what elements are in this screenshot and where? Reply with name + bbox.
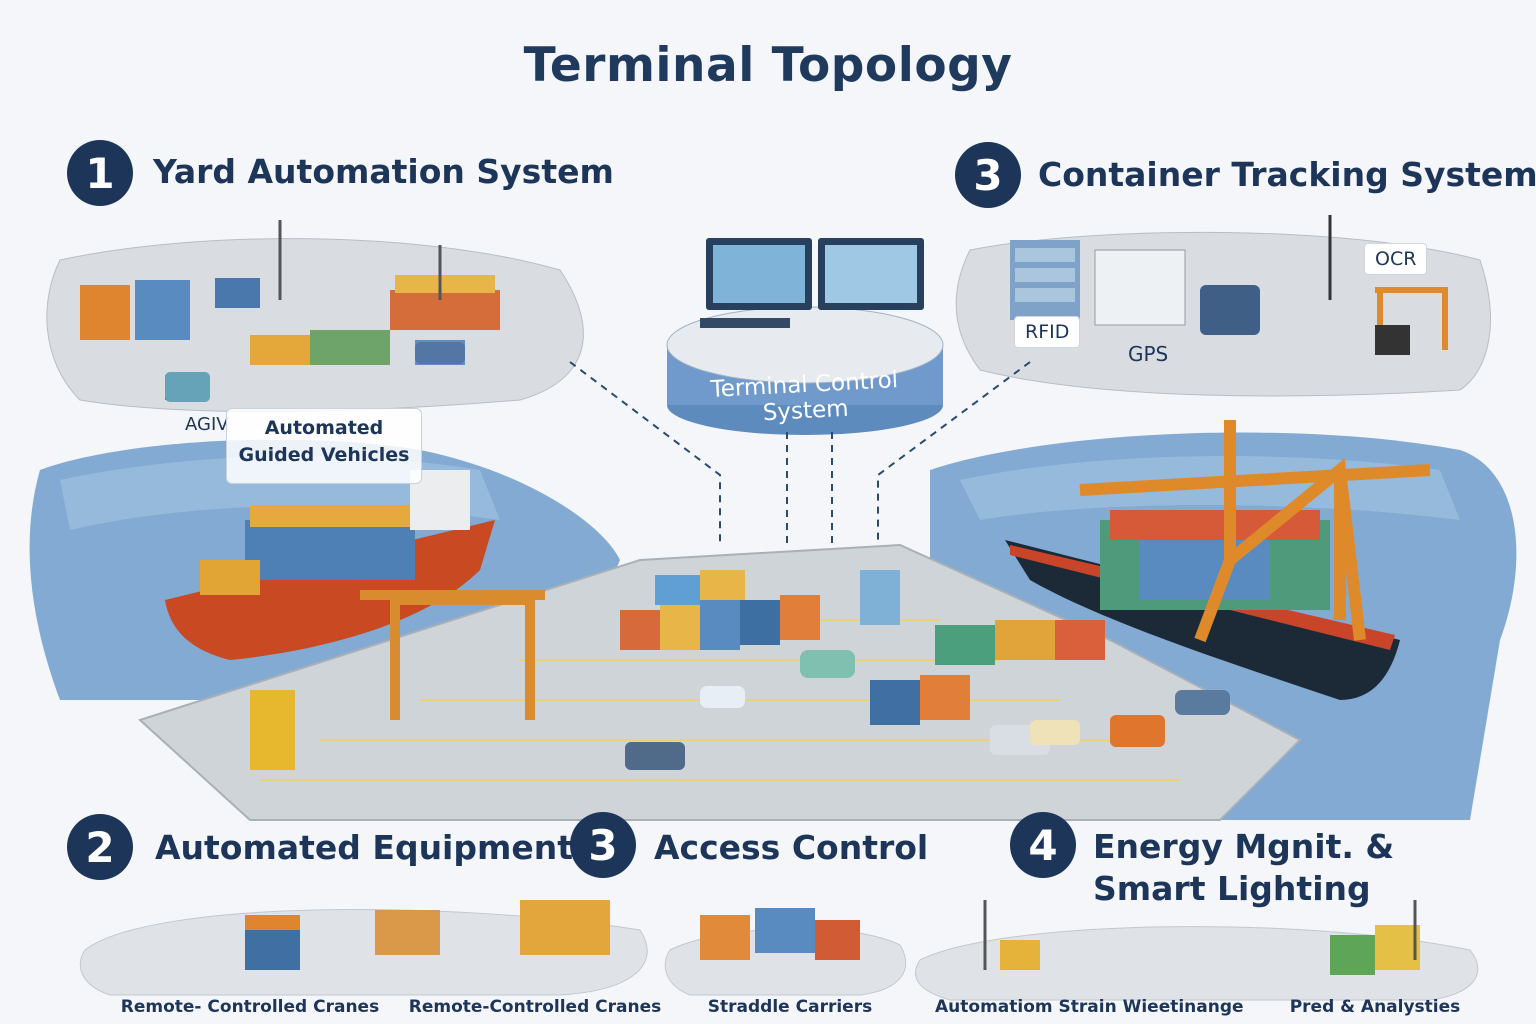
section-title-equipment: Automated Equipment xyxy=(155,828,574,867)
caption-automation: Automatiom Strain Wieetinange xyxy=(935,997,1244,1017)
hub-connectors xyxy=(569,361,1031,545)
section-title-access: Access Control xyxy=(654,828,929,867)
agv-label: Automated Guided Vehicles xyxy=(238,417,410,466)
section-badge-access: 3 xyxy=(570,812,636,878)
ship-left xyxy=(165,470,495,660)
rfid-tag: RFID xyxy=(1014,316,1081,348)
agv-callout: Automated Guided Vehicles xyxy=(226,408,422,484)
section-title-energy: Energy Mgnit. & Smart Lighting xyxy=(1093,827,1395,908)
caption-cranes-1: Remote- Controlled Cranes xyxy=(120,997,380,1017)
section-title-yard: Yard Automation System xyxy=(153,152,614,191)
tracking-equipment xyxy=(1010,215,1448,355)
caption-analytics: Pred & Analysties xyxy=(1289,997,1461,1017)
section-badge-yard: 1 xyxy=(67,140,133,206)
vehicles xyxy=(165,342,1230,770)
yellow-machine xyxy=(250,690,295,770)
ocr-tag: OCR xyxy=(1364,243,1428,275)
control-station xyxy=(666,238,944,435)
yard-lamps xyxy=(278,220,442,300)
page-title: Terminal Topology xyxy=(523,38,1013,93)
crane-right xyxy=(1079,420,1431,643)
center-containers xyxy=(620,570,1105,725)
bottom-equipment xyxy=(245,900,1420,975)
section-badge-tracking: 3 xyxy=(955,142,1021,208)
section-badge-equipment: 2 xyxy=(67,814,133,880)
section-title-tracking: Container Tracking System xyxy=(1038,155,1536,194)
caption-cranes-2: Remote-Controlled Cranes xyxy=(408,997,662,1017)
caption-straddle: Straddle Carriers xyxy=(707,997,873,1017)
agv-short-label: AGIV xyxy=(185,414,229,435)
gps-label: GPS xyxy=(1128,342,1169,366)
section-badge-energy: 4 xyxy=(1010,812,1076,878)
crane-left xyxy=(360,590,545,720)
